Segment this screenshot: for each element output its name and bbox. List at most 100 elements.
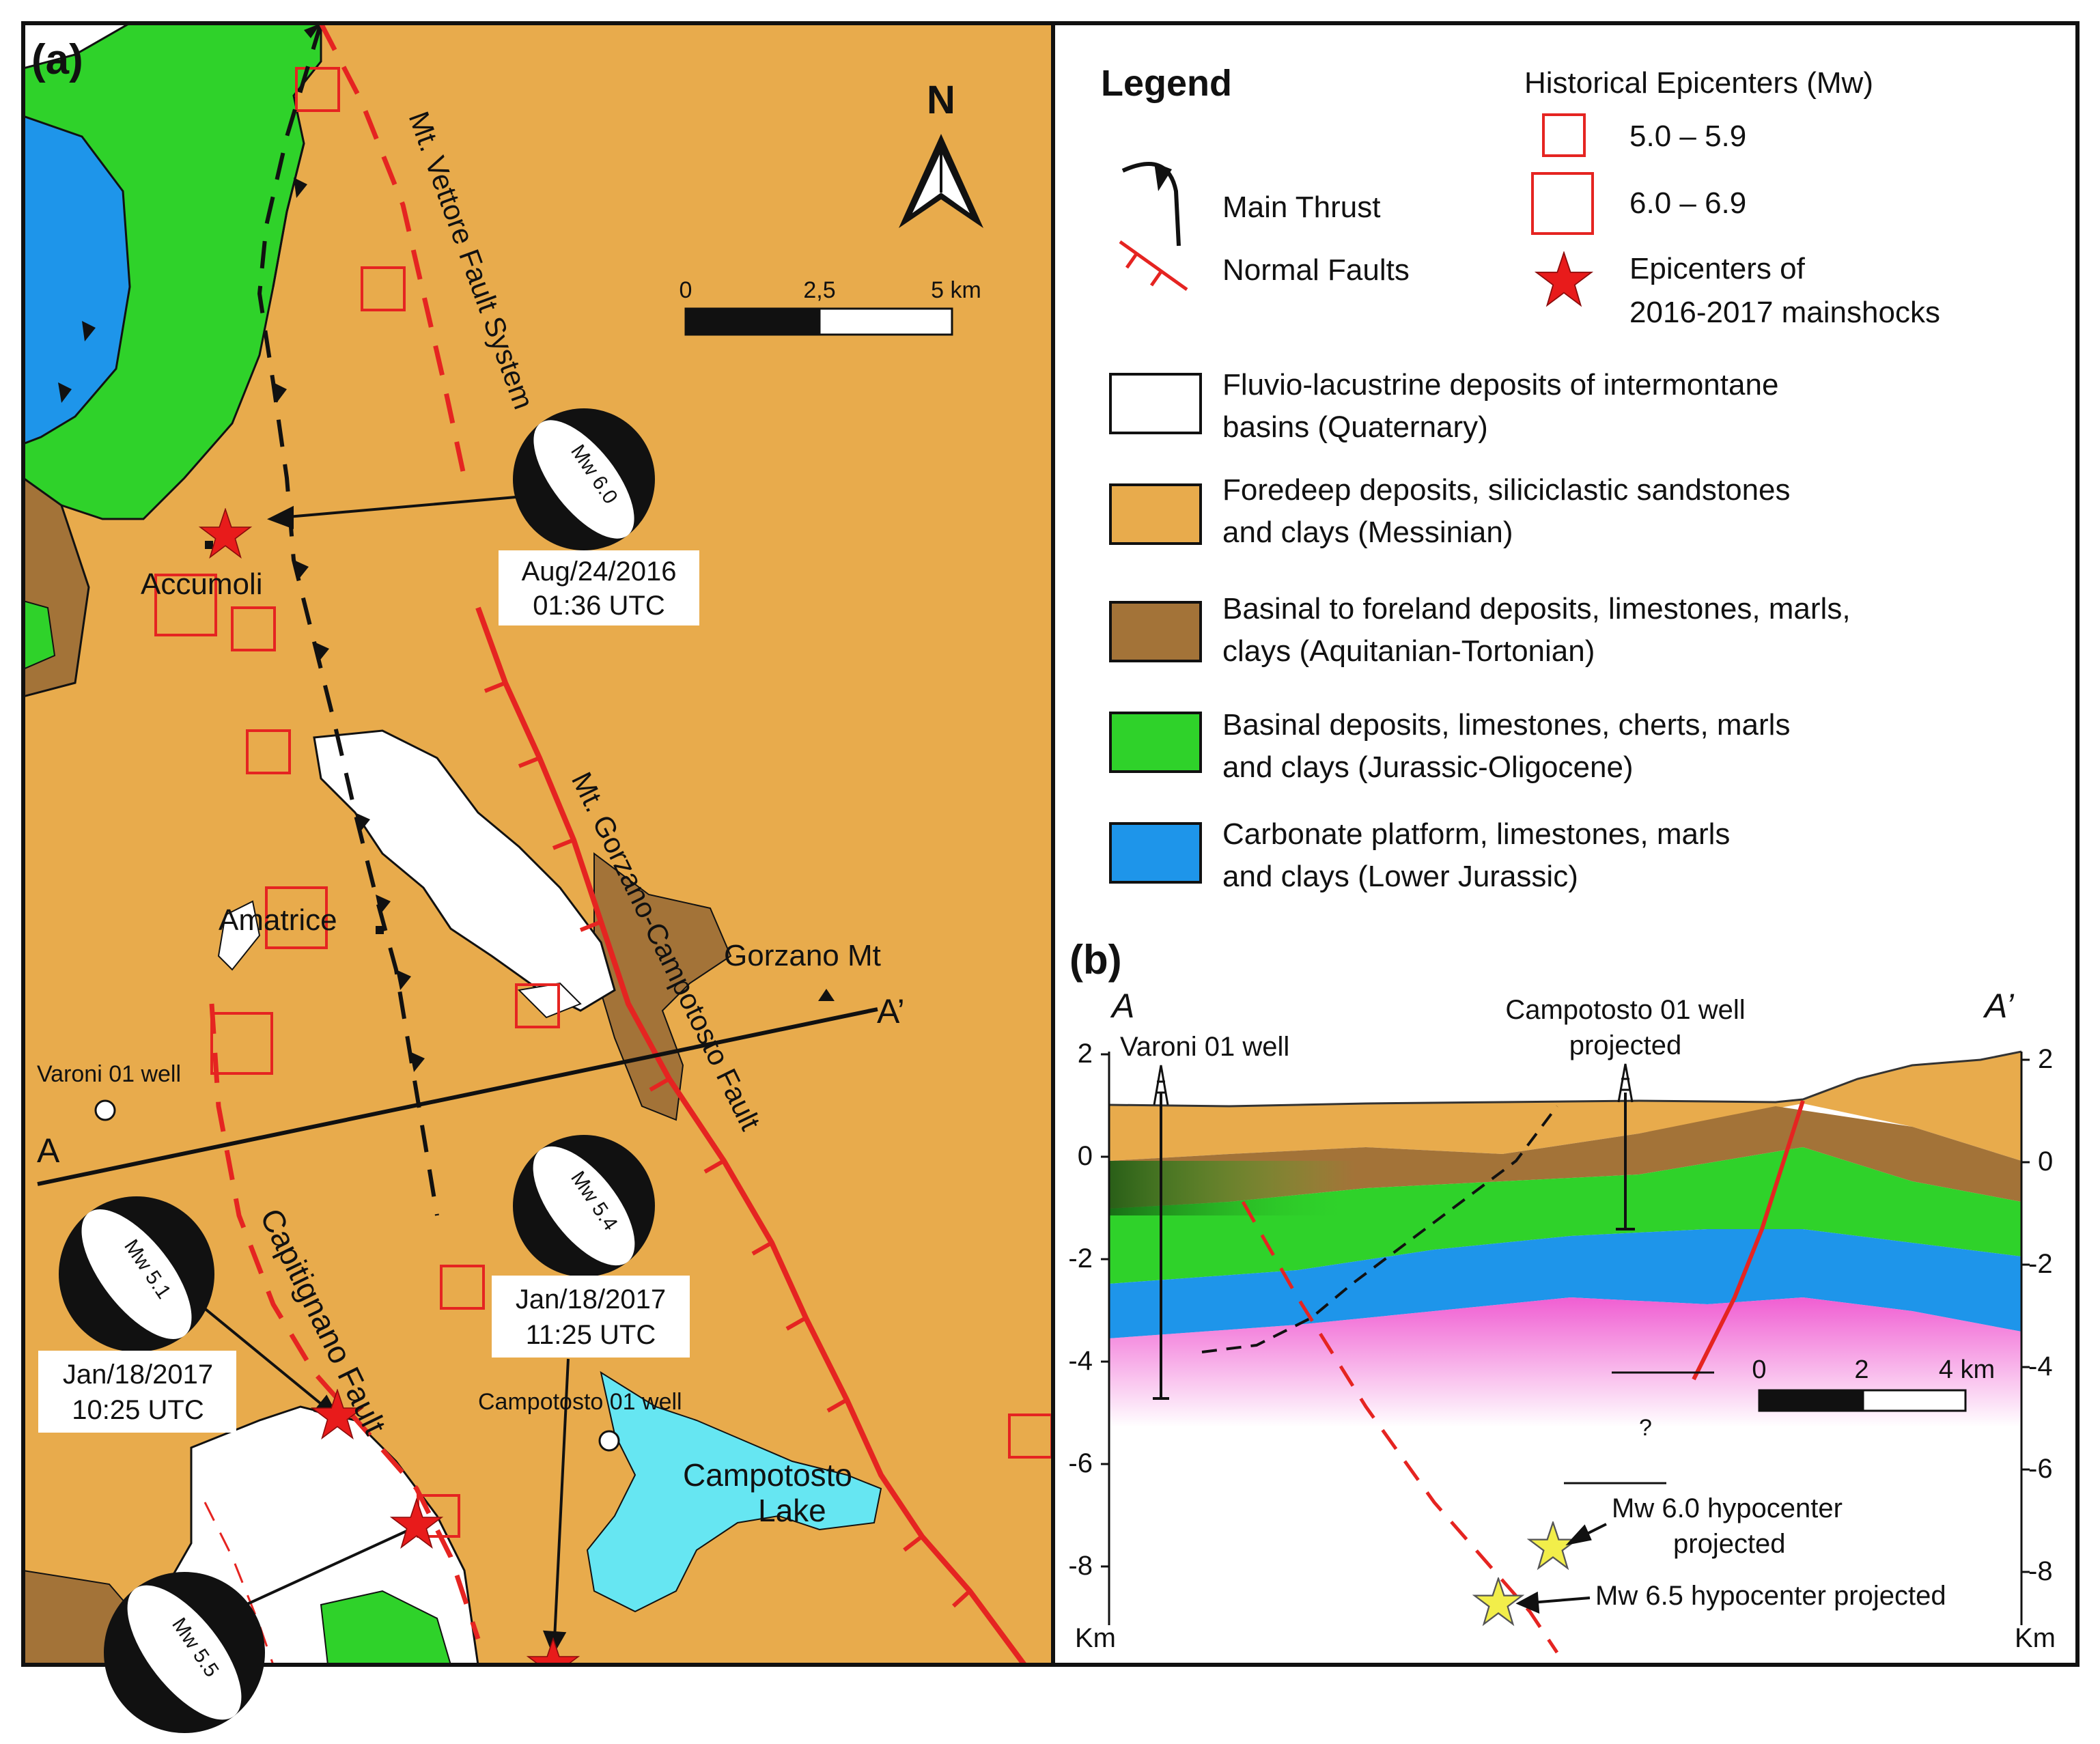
legend-star-icon — [1535, 251, 1593, 307]
green-unit-west — [23, 600, 56, 671]
hist-epicenter-square — [246, 729, 291, 774]
panel-b-section: (b) A A’ — [1068, 937, 2056, 1654]
legend-hist-small-icon — [1542, 113, 1586, 157]
historical-epicenters — [154, 67, 1053, 1538]
white-basin-amatrice — [313, 729, 616, 1012]
legend-unit-1-line2: basins (Quaternary) — [1222, 410, 1488, 444]
hypo-mw65-label: Mw 6.5 hypocenter projected — [1595, 1581, 1946, 1611]
section-end-label: A’ — [877, 992, 905, 1030]
left-tick-m4: -4 — [1068, 1346, 1093, 1376]
hist-epicenter-square — [361, 266, 406, 311]
section-start-label: A — [37, 1131, 60, 1170]
section-foredeep — [1109, 1052, 2021, 1161]
left-tick-m6: -6 — [1068, 1448, 1093, 1478]
legend-unit-5-line1: Carbonate platform, limestones, marls — [1222, 817, 1730, 851]
section-thrust-dashed — [1201, 1105, 1558, 1353]
mw54-time: 11:25 UTC — [526, 1320, 656, 1350]
section-varoni-label: Varoni 01 well — [1120, 1032, 1289, 1062]
thrust-green-boundary — [272, 143, 305, 287]
legend-unit-3: Basinal to foreland deposits, limestones… — [1109, 592, 1851, 668]
scale-bar-a: 0 2,5 5 km — [680, 277, 981, 336]
right-tick-m6: -6 — [2028, 1454, 2053, 1484]
legend-unit-5-line2: and clays (Lower Jurassic) — [1222, 860, 1578, 893]
legend-unit-4-swatch — [1109, 712, 1202, 773]
accumoli-marker — [205, 541, 213, 549]
hist-epicenter-square — [210, 1012, 273, 1075]
campotosto-lake — [586, 1370, 882, 1613]
capitignano-fault — [209, 1003, 481, 1640]
section-dark-green — [1109, 1161, 1355, 1215]
panel-a-map: (a) N 0 2,5 5 km Mt. Vettore Fault Syste… — [21, 21, 1055, 1733]
scale-b-tick-2: 4 km — [1939, 1355, 1995, 1384]
right-tick-m8: -8 — [2028, 1556, 2053, 1586]
mw51-date: Jan/18/2017 — [63, 1360, 213, 1390]
gorzano-mt-label: Gorzano Mt — [724, 939, 881, 972]
hist-epicenter-square — [515, 983, 560, 1028]
hypocenter-mw65-star — [1473, 1577, 1524, 1625]
mw60-time: 01:36 UTC — [533, 591, 664, 621]
north-arrow: N — [899, 78, 983, 228]
thrust-tooth — [58, 382, 72, 403]
legend-unit-4-line1: Basinal deposits, limestones, cherts, ma… — [1222, 708, 1790, 742]
section-green — [1109, 1147, 2021, 1284]
accumoli-label: Accumoli — [141, 567, 263, 601]
panel-b-label: (b) — [1069, 937, 1122, 983]
legend-unit-1: Fluvio-lacustrine deposits of intermonta… — [1109, 368, 1778, 444]
beachball-mw51: Mw 5.1 Jan/18/2017 10:25 UTC — [38, 1196, 236, 1433]
gorzano-fault-ticks — [484, 681, 972, 1608]
green-unit-sw — [320, 1590, 452, 1665]
right-tick-m2: -2 — [2028, 1249, 2053, 1279]
scale-a-tick-0: 0 — [680, 277, 692, 303]
legend-unit-2-line2: and clays (Messinian) — [1222, 516, 1513, 549]
campotosto-well-label: Campotosto 01 well — [478, 1389, 682, 1415]
thrust-teeth — [273, 23, 425, 1072]
section-surface — [1109, 1050, 2021, 1108]
left-tick-m8: -8 — [1068, 1551, 1093, 1581]
gorzano-peak-icon — [818, 989, 835, 1001]
legend-unit-3-line1: Basinal to foreland deposits, limestones… — [1222, 592, 1851, 625]
section-right-ticks: 2 0 -2 -4 -6 -8 — [2028, 1044, 2053, 1586]
legend-unit-1-swatch — [1109, 373, 1202, 434]
legend-frame — [1051, 21, 2080, 1667]
hist-epicenter-square — [440, 1265, 485, 1310]
mw54-date-box — [492, 1276, 690, 1358]
left-tick-m2: -2 — [1068, 1243, 1093, 1274]
thrust-tooth — [82, 321, 96, 341]
section-blue — [1109, 1229, 2021, 1338]
scale-a-tick-2: 5 km — [931, 277, 981, 303]
mechanism-arrows — [190, 496, 570, 1656]
legend-epicenters-1: Epicenters of — [1629, 252, 1806, 285]
legend-main-thrust: Main Thrust — [1222, 191, 1381, 224]
legend-unit-1-line1: Fluvio-lacustrine deposits of intermonta… — [1222, 368, 1778, 402]
blue-unit — [23, 115, 131, 445]
right-axis-unit: Km — [2015, 1623, 2056, 1653]
vettore-fault — [318, 23, 467, 479]
legend-unit-4-line2: and clays (Jurassic-Oligocene) — [1222, 750, 1634, 784]
mw51-time: 10:25 UTC — [72, 1395, 204, 1425]
legend-title: Legend — [1101, 63, 1232, 104]
hist-epicenter-square — [231, 606, 276, 651]
panel-a-label: (a) — [31, 36, 83, 83]
varoni-derrick-icon — [1153, 1065, 1169, 1106]
scale-b-tick-0: 0 — [1752, 1355, 1766, 1384]
brown-unit-gorzano — [593, 852, 732, 1121]
thrust-tooth — [294, 178, 307, 198]
section-end-a: A — [1110, 987, 1134, 1025]
beachball-mw55: Mw 5.5 — [104, 1572, 265, 1733]
white-unit-top — [23, 23, 132, 70]
section-left-ticks: 2 0 -2 -4 -6 -8 — [1068, 1039, 1093, 1581]
legend-epicenters-2: 2016-2017 mainshocks — [1629, 296, 1940, 329]
beachball-mw60: Mw 6.0 Aug/24/2016 01:36 UTC — [499, 408, 699, 625]
legend-unit-2-line1: Foredeep deposits, siliciclastic sandsto… — [1222, 473, 1791, 507]
scale-bar-b: 0 2 4 km — [1612, 1355, 1995, 1412]
hypocenter-mw60-star — [1528, 1521, 1578, 1569]
hypo-mw60-label-2: projected — [1673, 1529, 1786, 1559]
legend-normal-faults: Normal Faults — [1222, 253, 1410, 287]
green-unit-nw — [23, 23, 322, 520]
beachball-mw54: Mw 5.4 Jan/18/2017 11:25 UTC — [492, 1135, 690, 1358]
scale-b-tick-1: 2 — [1854, 1355, 1868, 1384]
campotosto-lake-label-1: Campotosto — [683, 1457, 852, 1493]
historical-epicenters-title: Historical Epicenters (Mw) — [1524, 66, 1873, 100]
section-end-a2: A’ — [1983, 987, 2014, 1025]
